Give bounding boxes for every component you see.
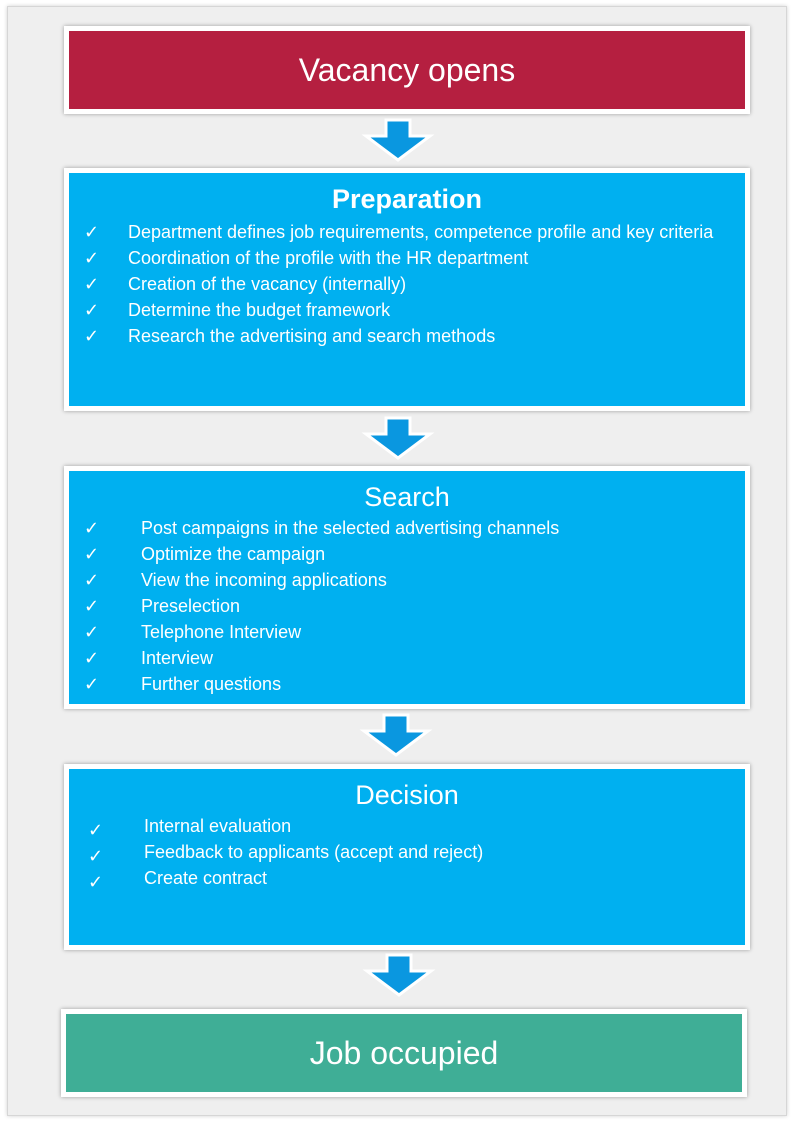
checkmark-icon: ✓	[84, 674, 100, 694]
checkmark-icon: ✓	[84, 326, 100, 346]
checklist-item: ✓ Interview	[84, 645, 745, 671]
step-box-decision: Decision ✓ Internal evaluation ✓ Feedback …	[64, 764, 750, 950]
checklist-item: ✓ Post campaigns in the selected advertis…	[84, 515, 745, 541]
step-title-preparation: Preparation	[331, 184, 483, 214]
checklist-item-text: Preselection	[141, 596, 241, 616]
checklist-item: ✓ Feedback to applicants (accept and reje…	[88, 839, 745, 866]
diagram-canvas: Vacancy opens Preparation ✓ Department de…	[7, 6, 787, 1116]
end-label: Job occupied	[309, 1034, 499, 1071]
checklist-item-text: Create contract	[144, 868, 268, 888]
checklist-item-text: Interview	[141, 648, 214, 668]
checkmark-icon: ✓	[84, 596, 100, 616]
start-label: Vacancy opens	[298, 51, 516, 88]
checkmark-icon: ✓	[84, 248, 100, 268]
checklist-item-text: Post campaigns in the selected advertisi…	[141, 518, 560, 538]
step-title-decision: Decision	[355, 780, 459, 810]
checklist-item: ✓ Research the advertising and search met…	[84, 323, 731, 349]
checklist-item: ✓ Determine the budget framework	[84, 297, 731, 323]
checklist-item-text: Research the advertising and search meth…	[128, 326, 496, 346]
checklist-item: ✓ Department defines job requirements, co…	[84, 219, 731, 245]
checklist-item: ✓ Preselection	[84, 593, 745, 619]
checklist-item: ✓ Coordination of the profile with the HR…	[84, 245, 731, 271]
start-box-vacancy-opens: Vacancy opens	[64, 26, 750, 114]
checklist-item: ✓ Internal evaluation	[88, 813, 745, 840]
checklist-item-text: Department defines job requirements, com…	[128, 222, 714, 242]
checklist-item-text: Further questions	[141, 674, 282, 694]
checkmark-icon: ✓	[84, 222, 100, 242]
search-checklist: ✓ Post campaigns in the selected advertis…	[84, 515, 745, 697]
down-arrow-icon	[359, 713, 433, 757]
checklist-item: ✓ Creation of the vacancy (internally)	[84, 271, 731, 297]
checklist-item: ✓ Create contract	[88, 865, 745, 892]
checklist-item-text: Creation of the vacancy (internally)	[128, 274, 407, 294]
preparation-checklist: ✓ Department defines job requirements, co…	[84, 219, 731, 349]
down-arrow-icon	[361, 118, 435, 162]
checklist-item: ✓ Further questions	[84, 671, 745, 697]
checkmark-icon: ✓	[84, 300, 100, 320]
checkmark-icon: ✓	[84, 518, 100, 538]
checkmark-icon: ✓	[84, 622, 100, 642]
decision-checklist: ✓ Internal evaluation ✓ Feedback to applic…	[88, 813, 745, 892]
checklist-item-text: View the incoming applications	[141, 570, 387, 590]
checklist-item-text: Determine the budget framework	[128, 300, 391, 320]
checkmark-icon: ✓	[84, 648, 100, 668]
down-arrow-icon	[362, 953, 436, 997]
checkmark-icon: ✓	[84, 274, 100, 294]
checklist-item: ✓ Telephone Interview	[84, 619, 745, 645]
step-title-search: Search	[364, 482, 450, 512]
checklist-item-text: Internal evaluation	[144, 816, 292, 836]
checkmark-icon: ✓	[88, 820, 104, 840]
checklist-item-text: Coordination of the profile with the HR …	[128, 248, 529, 268]
checkmark-icon: ✓	[88, 872, 104, 892]
checklist-item-text: Feedback to applicants (accept and rejec…	[144, 842, 484, 862]
checklist-item-text: Optimize the campaign	[141, 544, 326, 564]
end-box-job-occupied: Job occupied	[61, 1009, 747, 1097]
checklist-item-text: Telephone Interview	[141, 622, 302, 642]
checkmark-icon: ✓	[88, 846, 104, 866]
down-arrow-icon	[361, 416, 435, 460]
checklist-item: ✓ Optimize the campaign	[84, 541, 745, 567]
step-box-search: Search ✓ Post campaigns in the selected a…	[64, 466, 750, 709]
step-box-preparation: Preparation ✓ Department defines job requ…	[64, 168, 750, 411]
checkmark-icon: ✓	[84, 544, 100, 564]
checklist-item: ✓ View the incoming applications	[84, 567, 745, 593]
checkmark-icon: ✓	[84, 570, 100, 590]
